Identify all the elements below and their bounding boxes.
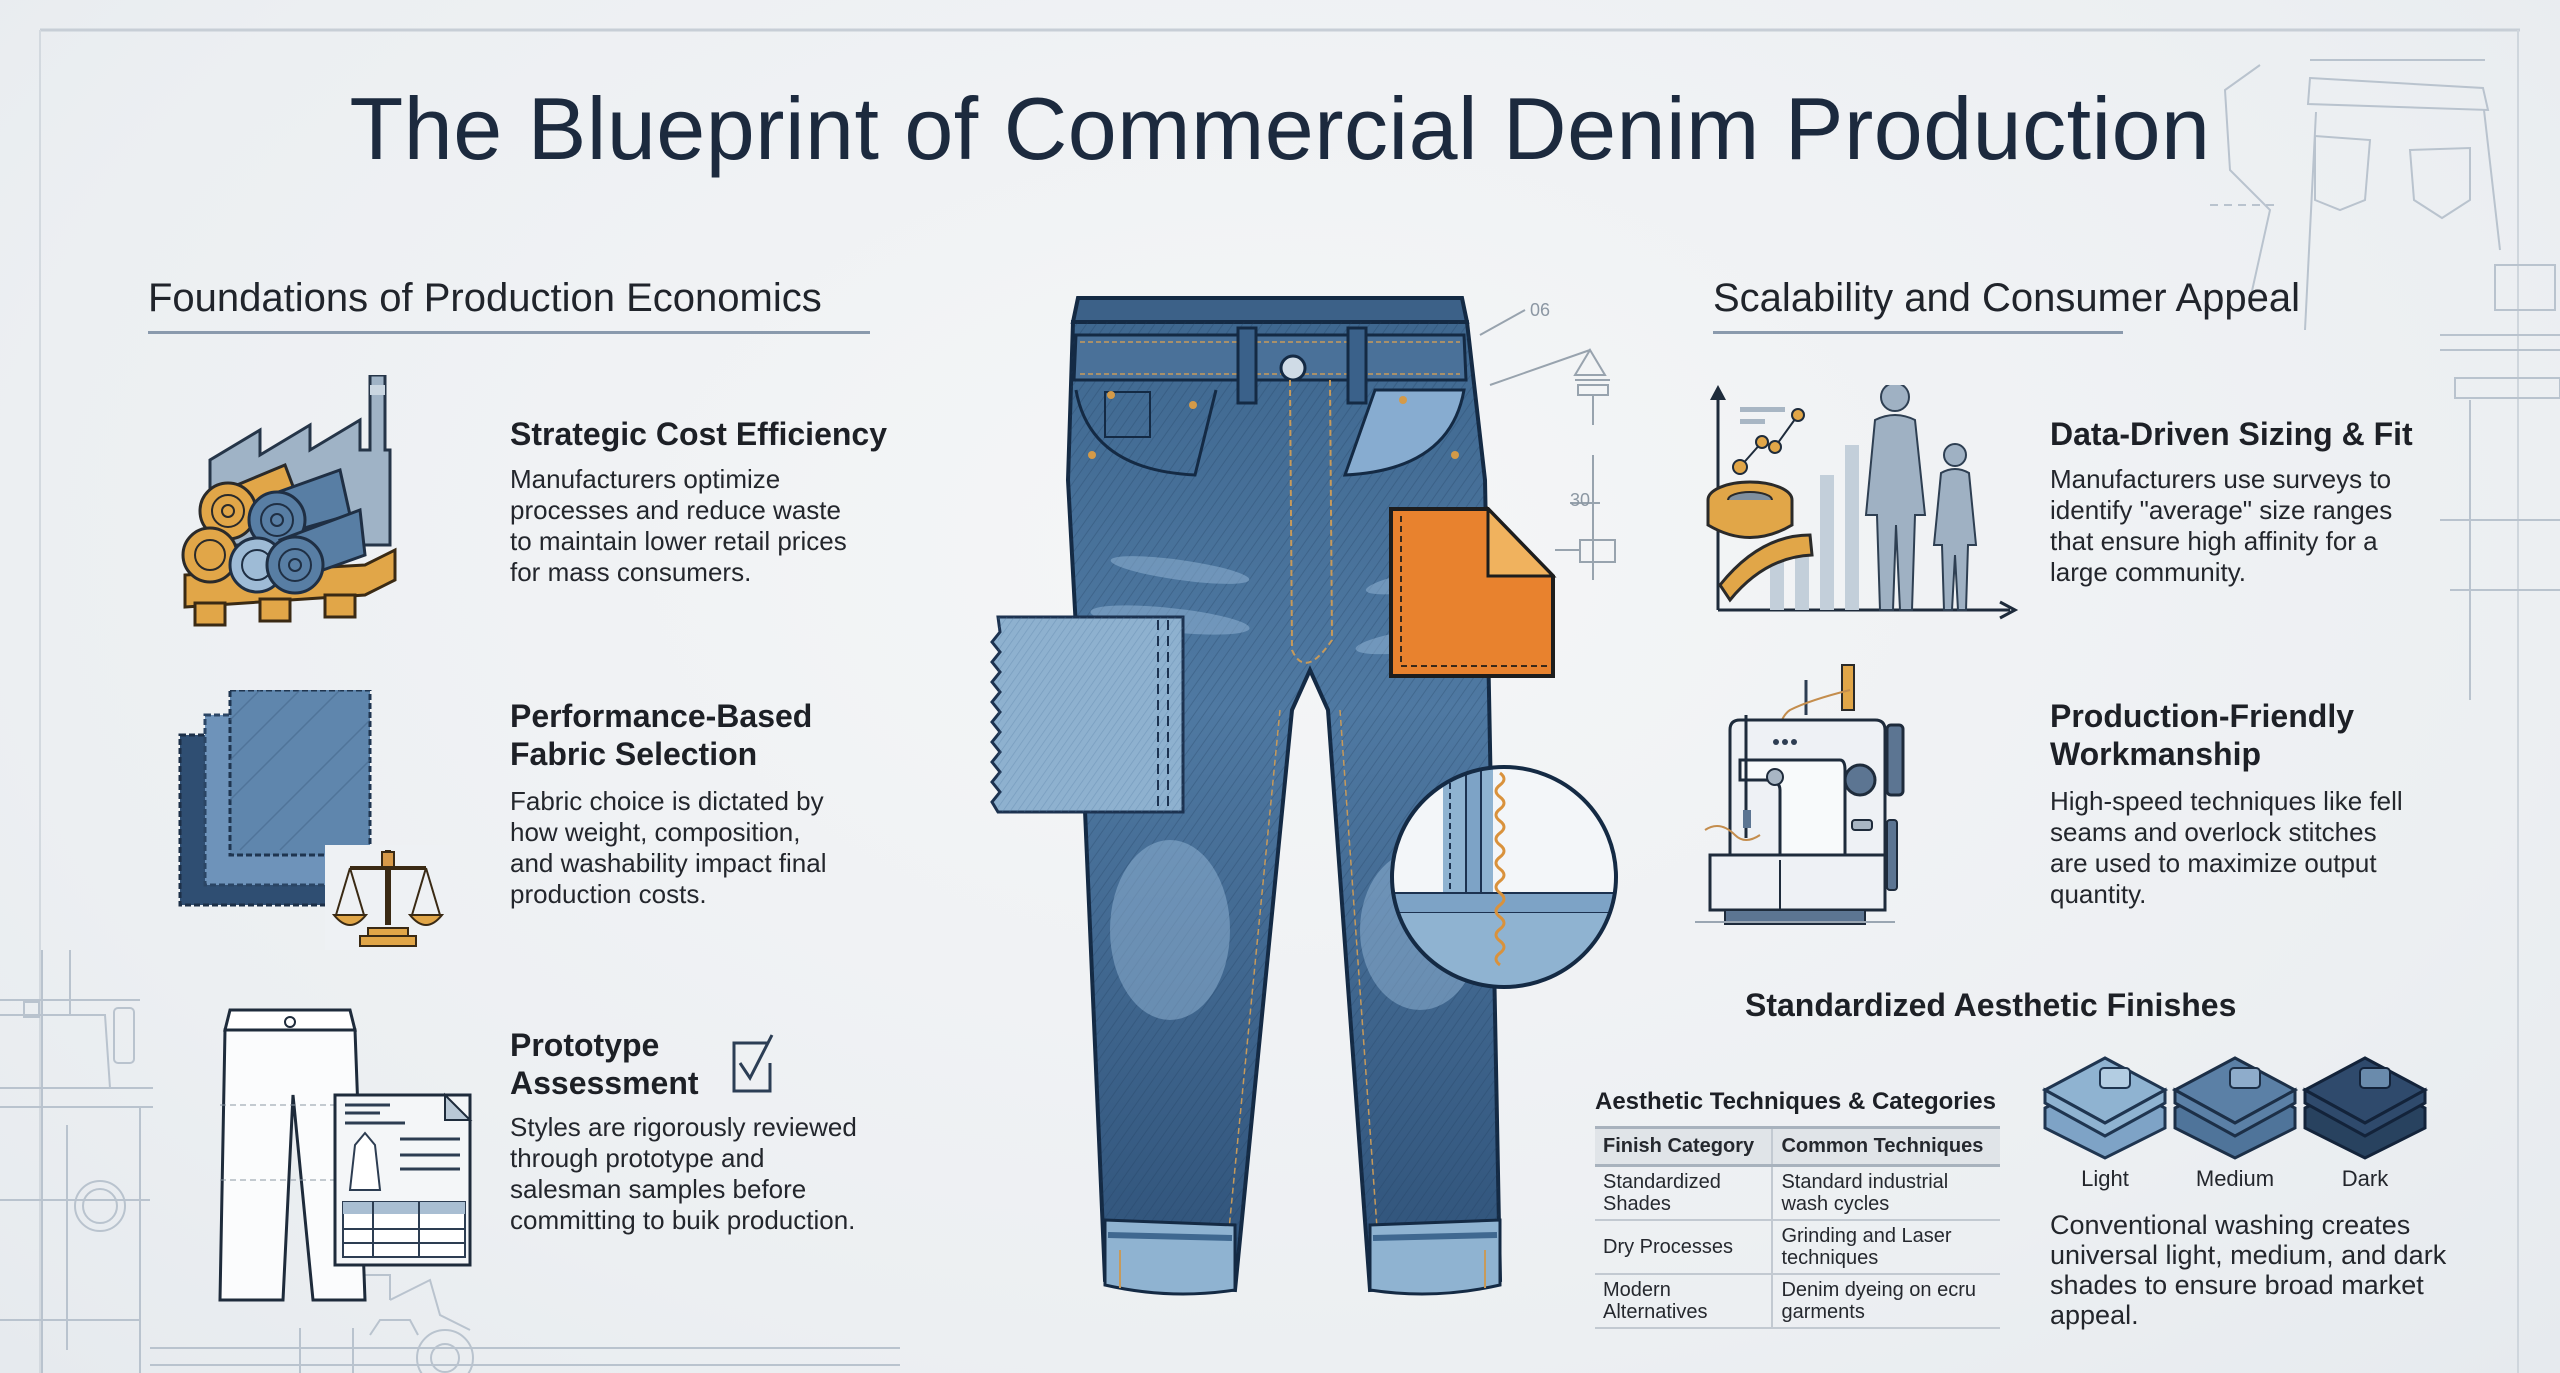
finishes-heading: Standardized Aesthetic Finishes	[1745, 987, 2237, 1023]
checkbox-check-icon	[732, 1034, 774, 1093]
item-heading-line: Workmanship	[2050, 736, 2261, 772]
item-body: High-speed techniques like fell seams an…	[2050, 786, 2403, 910]
item-heading-line: Production-Friendly	[2050, 698, 2354, 734]
folded-denim-light-icon	[2041, 1056, 2169, 1160]
jeans-spec-sheet-icon	[218, 1008, 473, 1302]
item-heading: Data-Driven Sizing & Fit	[2050, 416, 2413, 452]
sizing-chart-figures-icon	[1706, 385, 2019, 620]
table-cell: Denim dyeing on ecru garments	[1771, 1274, 2000, 1329]
item-body-line: to maintain lower retail prices	[510, 526, 847, 556]
orange-patch-icon	[1389, 506, 1557, 678]
sewing-machine-icon	[1695, 664, 1905, 925]
table-row: Modern Alternatives Denim dyeing on ecru…	[1595, 1274, 2000, 1329]
item-body-line: are used to maximize output	[2050, 848, 2377, 878]
folded-denim-dark-icon	[2301, 1056, 2429, 1160]
item-body: Fabric choice is dictated by how weight,…	[510, 786, 827, 910]
section-underline	[1713, 331, 2123, 334]
annotation-label: 30	[1570, 490, 1591, 510]
item-body-line: production costs.	[510, 879, 707, 909]
item-body: Styles are rigorously reviewed through p…	[510, 1112, 857, 1236]
item-body-line: large community.	[2050, 557, 2247, 587]
item-heading: Production-Friendly Workmanship	[2050, 697, 2354, 773]
section-heading-foundations: Foundations of Production Economics	[148, 276, 822, 320]
item-body-line: High-speed techniques like fell	[2050, 786, 2403, 816]
table-cell: Standard industrial wash cycles	[1771, 1165, 2000, 1221]
item-body: Manufacturers optimize processes and red…	[510, 464, 847, 588]
item-body-line: and washability impact final	[510, 848, 827, 878]
item-heading-line: Assessment	[510, 1065, 699, 1101]
table-header: Finish Category	[1595, 1126, 1773, 1167]
item-body-line: through prototype and	[510, 1143, 765, 1173]
table-cell: Standardized Shades	[1595, 1165, 1773, 1221]
shade-label-light: Light	[2081, 1166, 2129, 1191]
item-body-line: Manufacturers use surveys to	[2050, 464, 2392, 494]
finishes-description: Conventional washing creates universal l…	[2050, 1210, 2446, 1330]
folded-denim-shades-icon	[2041, 1056, 2429, 1160]
section-heading-scalability: Scalability and Consumer Appeal	[1713, 276, 2301, 320]
table-cell: Modern Alternatives	[1595, 1274, 1773, 1329]
item-body-line: Fabric choice is dictated by	[510, 786, 824, 816]
item-heading: Strategic Cost Efficiency	[510, 416, 887, 452]
item-heading: Prototype Assessment	[510, 1026, 699, 1102]
item-body: Manufacturers use surveys to identify "a…	[2050, 464, 2392, 588]
item-body-line: committing to buik production.	[510, 1205, 856, 1235]
item-body-line: quantity.	[2050, 879, 2147, 909]
description-line: Conventional washing creates	[2050, 1210, 2411, 1240]
item-body-line: processes and reduce waste	[510, 495, 841, 525]
seam-magnifier-icon	[1390, 765, 1618, 989]
section-underline	[148, 331, 870, 334]
shade-label-dark: Dark	[2341, 1166, 2389, 1191]
table-row: Dry Processes Grinding and Laser techniq…	[1595, 1220, 2000, 1275]
table-row: Standardized Shades Standard industrial …	[1595, 1165, 2000, 1221]
item-body-line: that ensure high affinity for a	[2050, 526, 2378, 556]
fabric-swatch-icon	[990, 615, 1185, 814]
item-body-line: Manufacturers optimize	[510, 464, 781, 494]
table-cell: Grinding and Laser techniques	[1771, 1220, 2000, 1275]
fabric-rolls-factory-icon	[181, 375, 397, 627]
item-body-line: salesman samples before	[510, 1174, 807, 1204]
fabric-swatches-scale-icon	[178, 690, 450, 950]
description-line: shades to ensure broad market	[2050, 1270, 2424, 1300]
description-line: appeal.	[2050, 1300, 2139, 1330]
item-body-line: Styles are rigorously reviewed	[510, 1112, 857, 1142]
folded-denim-medium-icon	[2171, 1056, 2299, 1160]
finishes-table: Finish Category Common Techniques Standa…	[1595, 1126, 2000, 1329]
table-title: Aesthetic Techniques & Categories	[1595, 1088, 1996, 1115]
description-line: universal light, medium, and dark	[2050, 1240, 2447, 1270]
shade-label-medium: Medium	[2195, 1166, 2275, 1191]
table-cell: Dry Processes	[1595, 1220, 1773, 1275]
item-body-line: seams and overlock stitches	[2050, 817, 2377, 847]
item-heading-line: Prototype	[510, 1027, 660, 1063]
item-heading: Performance-Based Fabric Selection	[510, 697, 812, 773]
item-body-line: for mass consumers.	[510, 557, 752, 587]
page-title: The Blueprint of Commercial Denim Produc…	[349, 79, 2211, 178]
item-heading-line: Performance-Based	[510, 698, 813, 734]
table-header: Common Techniques	[1771, 1126, 2000, 1167]
item-body-line: how weight, composition,	[510, 817, 801, 847]
annotation-label: 06	[1530, 300, 1551, 320]
item-body-line: identify "average" size ranges	[2050, 495, 2393, 525]
item-heading-line: Fabric Selection	[510, 736, 758, 772]
